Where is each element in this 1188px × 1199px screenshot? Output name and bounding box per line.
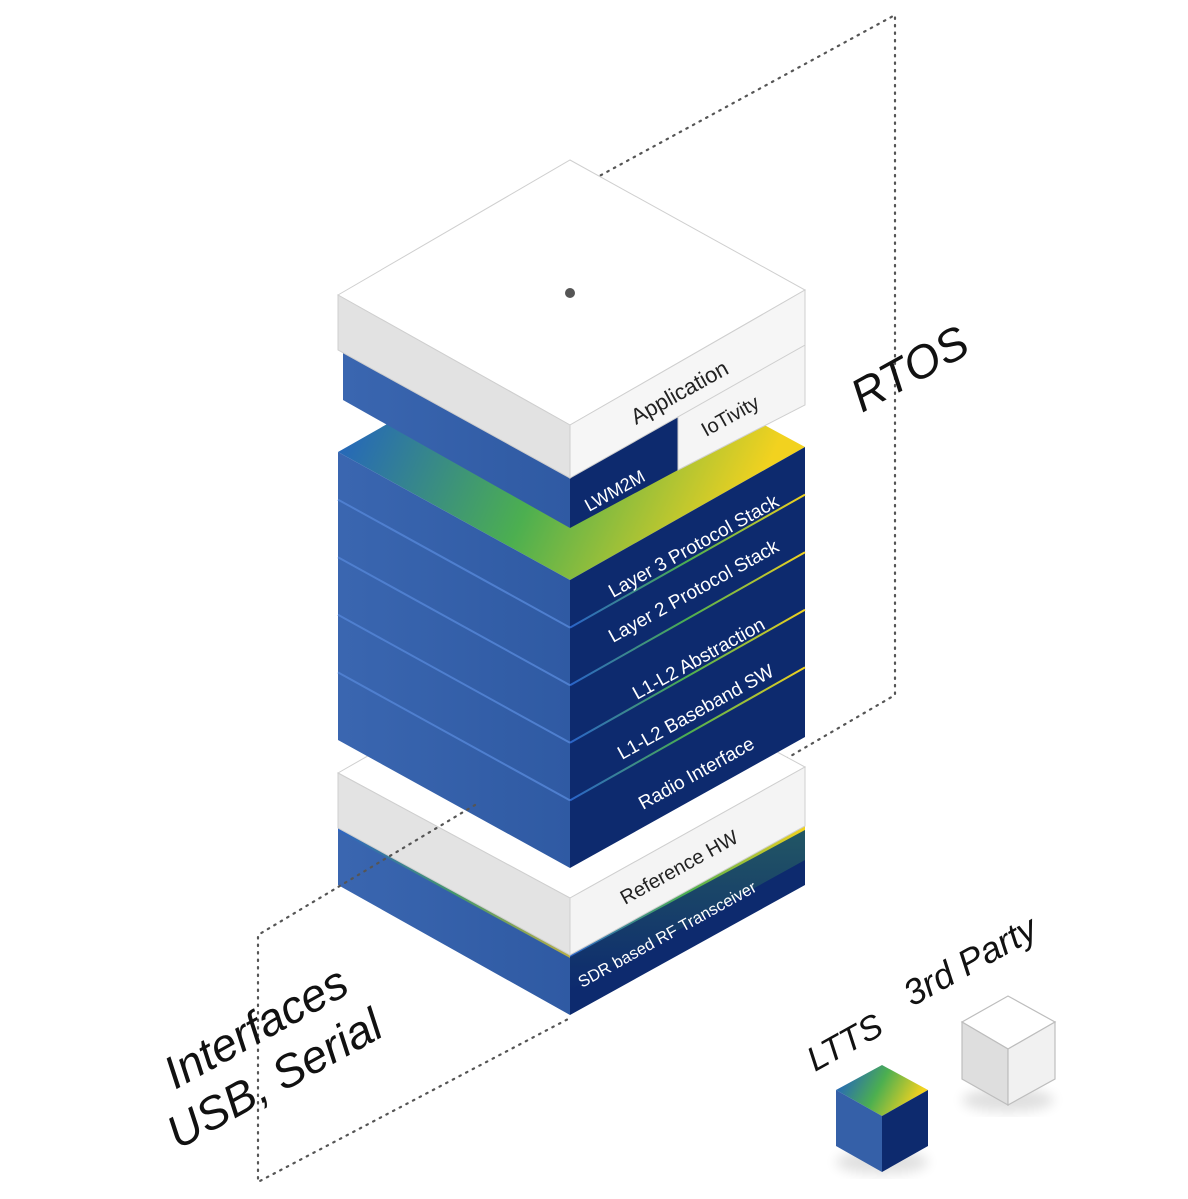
legend: LTTS 3rd Party	[800, 906, 1057, 1174]
layer-divider-front	[569, 666, 806, 802]
lwm2m-left-face	[343, 348, 570, 528]
rtos-label: RTOS	[842, 315, 978, 422]
layer-divider-left	[337, 671, 571, 802]
sdr-left-face	[338, 828, 570, 1015]
reference-hw-front-face	[569, 766, 806, 956]
layer-dividers	[337, 493, 806, 802]
layer-divider-front	[569, 493, 806, 629]
layer-divider-left	[337, 556, 571, 687]
layer-divider-front	[569, 608, 806, 744]
application-front-face	[569, 289, 806, 479]
stack-left-face	[338, 452, 570, 868]
interfaces-boundary	[256, 803, 572, 1184]
layer-divider-front	[569, 551, 806, 687]
third-party-label: 3rd Party	[896, 906, 1045, 1014]
stack-front-face	[570, 447, 805, 868]
ltts-cube-icon	[836, 1065, 928, 1174]
rtos-anchor-dot	[565, 288, 575, 298]
third-party-cube-icon	[960, 995, 1057, 1112]
lwm2m-front-face	[570, 415, 678, 528]
layer-divider-left	[337, 498, 571, 629]
layer-divider-left	[337, 613, 571, 744]
